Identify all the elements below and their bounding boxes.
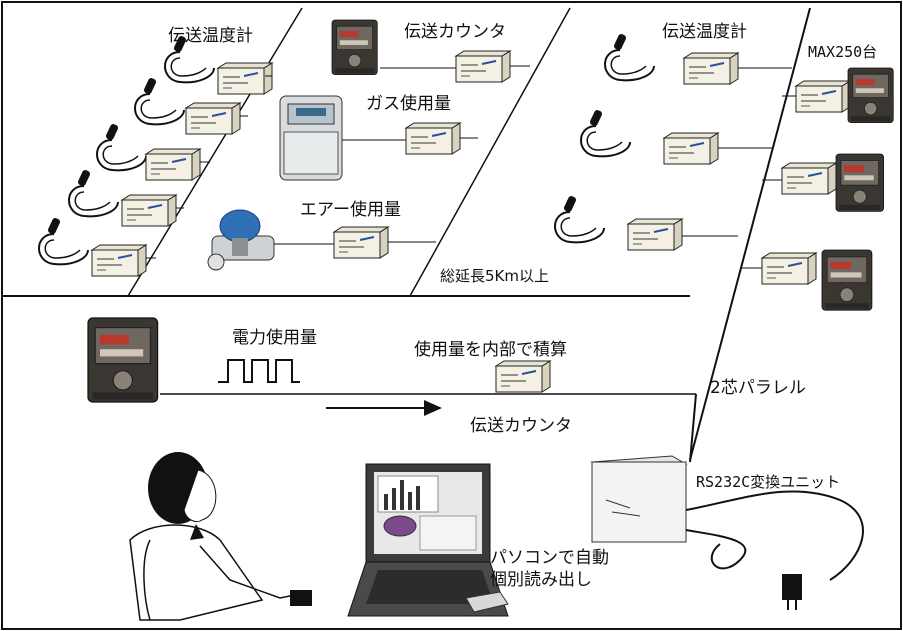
operator-person-icon: [129, 452, 312, 621]
transmitter-box-icon: [627, 218, 683, 251]
label-counter-top: 伝送カウンタ: [404, 22, 506, 42]
transmitter-box-icon: [781, 162, 837, 195]
thermometer-sensor-icon: [580, 108, 631, 158]
label-wiring: 2芯パラレル: [710, 378, 806, 398]
transmitter-box-icon: [663, 132, 719, 165]
label-pc-line1: パソコンで自動: [490, 548, 609, 568]
power-plug-icon: [782, 574, 802, 610]
electricity-meter-icon: [821, 249, 873, 311]
air-valve-icon: [207, 209, 275, 271]
transmitter-box-icon: [121, 194, 177, 227]
transmitter-box-icon: [145, 148, 201, 181]
thermometer-sensor-icon: [96, 122, 147, 172]
label-total-length: 総延長5Km以上: [440, 267, 549, 285]
transmitter-box-icon: [761, 252, 817, 285]
thermometer-sensor-icon: [554, 194, 605, 244]
thermometer-sensor-icon: [134, 76, 185, 126]
transmitter-box-icon: [91, 244, 147, 277]
mouse-icon: [465, 591, 509, 613]
label-temp-right: 伝送温度計: [662, 22, 747, 42]
electricity-meter-icon: [331, 19, 378, 75]
thermometer-sensor-icon: [38, 216, 89, 266]
power-meter: [87, 317, 159, 403]
transmitter-box-icon: [683, 52, 739, 85]
electricity-meter-icon: [87, 317, 159, 403]
transmitter-box-icon: [333, 226, 389, 259]
label-converter: RS232C変換ユニット: [696, 473, 841, 491]
label-pc-line2: 個別読み出し: [490, 570, 592, 590]
label-gas: ガス使用量: [366, 94, 451, 114]
label-temp-left: 伝送温度計: [168, 26, 253, 46]
bus-line-lower: [689, 393, 697, 463]
label-max-units: MAX250台: [808, 43, 878, 61]
gas-group: [279, 95, 478, 181]
electricity-meter-icon: [847, 67, 894, 123]
transmitter-box-icon: [495, 360, 551, 393]
laptop-icon: [347, 463, 509, 617]
counter-top-group: [331, 19, 530, 83]
bus-line: [689, 7, 811, 461]
electricity-meter-icon: [835, 153, 884, 212]
transmitter-box-icon: [795, 80, 851, 113]
transmitter-box-icon: [455, 50, 511, 83]
label-counter-bottom: 伝送カウンタ: [470, 416, 572, 436]
transmitter-box-icon: [405, 122, 461, 155]
converter-cable: [685, 490, 864, 581]
pulse-wave-icon: [218, 359, 300, 383]
transmitter-box-icon: [185, 102, 241, 135]
diagonal-divider-1: [127, 7, 303, 297]
transmitter-box-icon: [217, 62, 273, 95]
serial-cable: [685, 529, 747, 570]
temp-sensor-group-left: [38, 34, 273, 277]
diagonal-divider-2: [409, 7, 571, 297]
thermometer-sensor-icon: [68, 168, 119, 218]
label-power: 電力使用量: [232, 328, 317, 348]
arrow-right-icon: [326, 400, 442, 416]
rs232c-converter-icon: [590, 455, 688, 543]
meter-group-right: [740, 67, 894, 311]
label-air: エアー使用量: [300, 200, 401, 220]
gas-meter-icon: [279, 95, 343, 181]
air-group: [207, 209, 436, 271]
thermometer-sensor-icon: [604, 32, 655, 82]
temp-sensor-group-right: [554, 32, 792, 251]
label-integrate: 使用量を内部で積算: [414, 340, 567, 360]
